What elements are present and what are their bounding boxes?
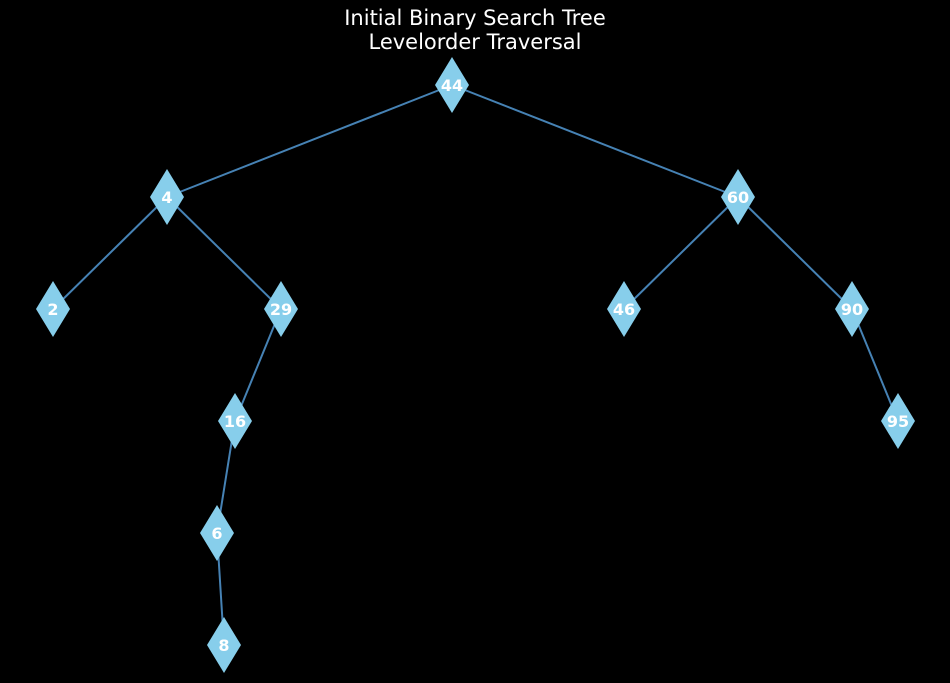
node-diamond — [207, 617, 241, 673]
tree-node-90: 90 — [835, 281, 869, 337]
node-label: 60 — [727, 188, 749, 207]
node-label: 2 — [47, 300, 58, 319]
edge-4-29 — [166, 196, 282, 310]
edge-60-46 — [623, 196, 739, 310]
edge-4-2 — [52, 196, 168, 310]
node-diamond — [36, 281, 70, 337]
node-label: 6 — [211, 524, 222, 543]
node-diamond — [218, 393, 252, 449]
node-label: 4 — [161, 188, 172, 207]
node-label: 90 — [841, 300, 863, 319]
tree-node-46: 46 — [607, 281, 641, 337]
node-diamond — [607, 281, 641, 337]
node-diamond — [881, 393, 915, 449]
node-label: 16 — [224, 412, 246, 431]
node-label: 46 — [613, 300, 635, 319]
edge-29-16 — [234, 308, 282, 422]
node-label: 95 — [887, 412, 909, 431]
node-diamond — [200, 505, 234, 561]
edge-44-60 — [451, 84, 739, 198]
edge-60-90 — [737, 196, 853, 310]
node-diamond — [835, 281, 869, 337]
edge-44-4 — [166, 84, 453, 198]
node-diamond — [264, 281, 298, 337]
tree-node-60: 60 — [721, 169, 755, 225]
edge-90-95 — [851, 308, 899, 422]
node-diamond — [721, 169, 755, 225]
tree-node-44: 44 — [435, 57, 469, 113]
tree-node-8: 8 — [207, 617, 241, 673]
tree-node-6: 6 — [200, 505, 234, 561]
edges-layer — [52, 84, 899, 646]
node-diamond — [435, 57, 469, 113]
diagram-title: Initial Binary Search Tree Levelorder Tr… — [0, 6, 950, 54]
title-line-1: Initial Binary Search Tree — [344, 6, 606, 30]
tree-node-95: 95 — [881, 393, 915, 449]
node-diamond — [150, 169, 184, 225]
node-label: 44 — [441, 76, 463, 95]
tree-node-2: 2 — [36, 281, 70, 337]
tree-node-29: 29 — [264, 281, 298, 337]
tree-node-16: 16 — [218, 393, 252, 449]
tree-node-4: 4 — [150, 169, 184, 225]
title-line-2: Levelorder Traversal — [368, 30, 582, 54]
node-label: 29 — [270, 300, 292, 319]
node-label: 8 — [218, 636, 229, 655]
